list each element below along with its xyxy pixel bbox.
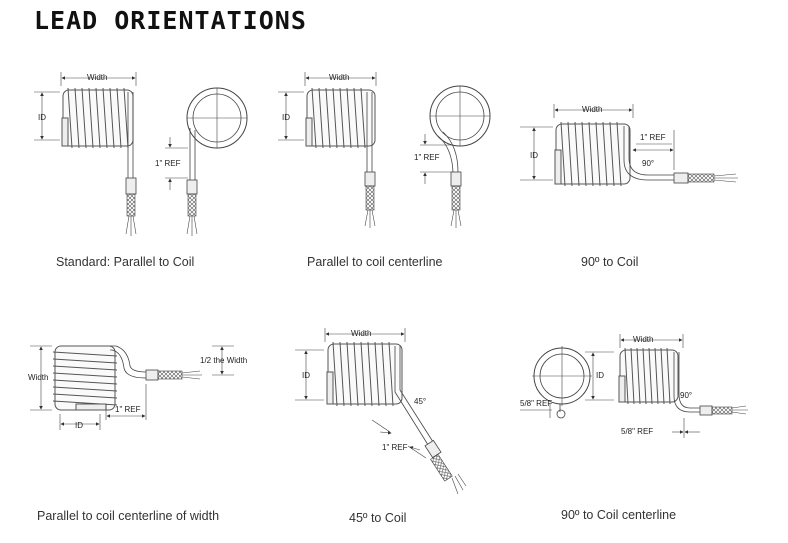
ninety-degree-label: 90° [642,159,654,168]
half-width-label: 1/2 the Width [200,356,247,365]
caption-parallel-centerline: Parallel to coil centerline [307,255,443,269]
diagram-standard-parallel: Width ID [34,72,248,236]
caption-90-to-coil-centerline: 90º to Coil centerline [561,508,677,522]
one-ref-label: 1" REF [414,153,440,162]
caption-90-to-coil: 90º to Coil [581,255,639,269]
fortyfive-degree-label: 45° [414,397,426,406]
id-label: ID [530,151,538,160]
diagram-parallel-centerline-width: Width 1/2 the Width ID 1" REF [28,345,247,430]
five-eighths-ref-label: 5/8" REF [621,427,653,436]
width-label: Width [87,73,107,82]
id-label: ID [282,113,290,122]
id-label: ID [302,371,310,380]
one-ref-label: 1" REF [155,159,181,168]
five-eighths-ref-label: 5/8" REF [520,399,552,408]
diagram-45-to-coil: Width ID 45° 1" REF [295,328,467,495]
ninety-degree-label: 90° [680,391,692,400]
width-label: Width [351,329,371,338]
diagram-parallel-centerline: Width ID [278,72,491,228]
diagram-90-to-coil-centerline: 5/8" REF ID Width 90° 5/8" REF [520,334,748,438]
width-label: Width [633,335,653,344]
one-ref-label: 1" REF [640,133,666,142]
caption-parallel-centerline-width: Parallel to coil centerline of width [37,509,220,523]
diagram-90-to-coil: Width ID 1" REF 90° [520,104,738,187]
page-title: LEAD ORIENTATIONS [34,6,307,35]
caption-45-to-coil: 45º to Coil [349,511,407,525]
width-label: Width [582,105,602,114]
id-label: ID [596,371,604,380]
id-label: ID [75,421,83,430]
id-label: ID [38,113,46,122]
one-ref-label: 1" REF [382,443,408,452]
width-label: Width [329,73,349,82]
width-label: Width [28,373,48,382]
one-ref-label: 1" REF [115,405,141,414]
caption-standard-parallel: Standard: Parallel to Coil [56,255,195,269]
